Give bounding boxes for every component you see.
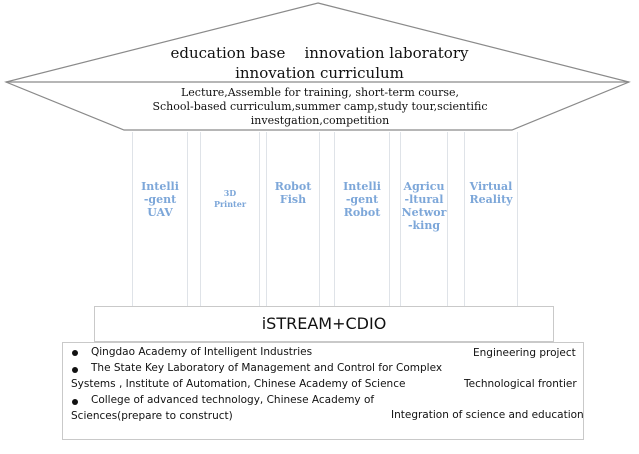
roof-outline <box>4 2 631 131</box>
pillar-label: Intelli -gent Robot <box>343 180 381 219</box>
roof-title-line1: education base innovation laboratory <box>170 44 469 62</box>
roof-shape <box>4 2 631 131</box>
roof-desc-line: Lecture,Assemble for training, short-ter… <box>180 86 460 99</box>
pillar-label: 3D Printer <box>213 188 247 209</box>
pillar-label: Intelli -gent UAV <box>141 180 179 219</box>
roof-desc-line: School-based curriculum,summer camp,stud… <box>152 100 488 113</box>
base-bar: iSTREAM+CDIO <box>94 306 554 342</box>
pillar-label: Virtual Reality <box>469 180 513 206</box>
foundation-item-cont: Systems , Institute of Automation, Chine… <box>71 378 406 390</box>
foundation-tag: Integration of science and education <box>391 409 584 421</box>
foundation-tag: Engineering project <box>473 347 576 359</box>
roof-title-line2: innovation curriculum <box>235 64 404 82</box>
foundation-item-cont: Sciences(prepare to construct) <box>71 410 233 422</box>
bullet-icon <box>72 350 78 356</box>
foundation-item: The State Key Laboratory of Management a… <box>91 362 443 374</box>
pillar-uav: Intelli -gent UAV <box>132 132 188 306</box>
foundation-item: College of advanced technology, Chinese … <box>91 394 375 406</box>
pillar-3d-printer: 3D Printer <box>200 132 260 306</box>
foundation-item: Qingdao Academy of Intelligent Industrie… <box>91 346 313 358</box>
foundation-box: Qingdao Academy of Intelligent Industrie… <box>62 342 584 440</box>
pillar-robot-fish: Robot Fish <box>266 132 320 306</box>
pillar-intelligent-robot: Intelli -gent Robot <box>334 132 390 306</box>
foundation-tag: Technological frontier <box>464 378 577 390</box>
roof-description: Lecture,Assemble for training, short-ter… <box>140 86 500 128</box>
bullet-icon <box>72 367 78 373</box>
pillar-label: Agricu -ltural Networ -king <box>401 180 447 232</box>
pillar-label: Robot Fish <box>274 180 312 206</box>
pillar-virtual-reality: Virtual Reality <box>464 132 518 306</box>
pillar-agricultural-networking: Agricu -ltural Networ -king <box>400 132 448 306</box>
bullet-icon <box>72 399 78 405</box>
roof-desc-line: investgation,competition <box>250 114 390 127</box>
